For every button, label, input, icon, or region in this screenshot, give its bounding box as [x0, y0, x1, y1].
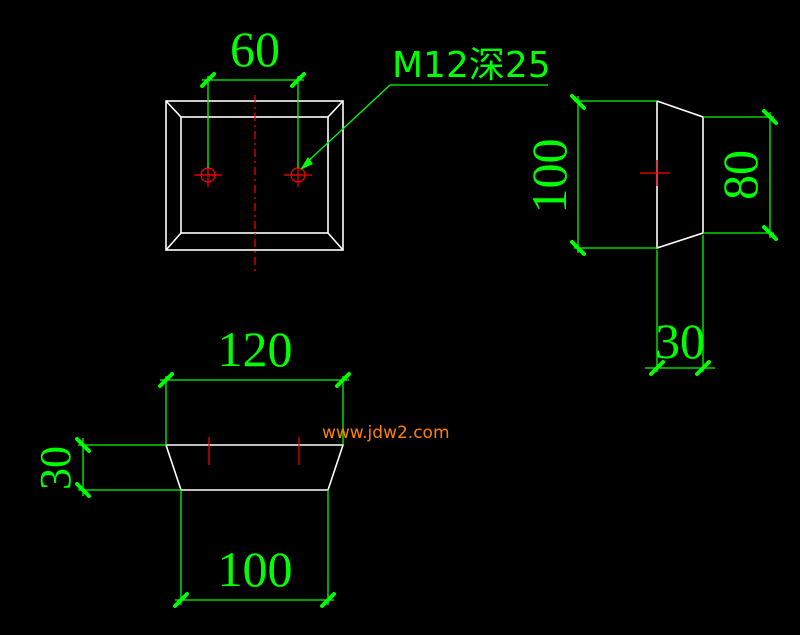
dim-depth: 30	[645, 235, 715, 376]
side-view: 100 80 30	[521, 94, 778, 376]
thread-note-leader: M12深25	[300, 45, 551, 170]
dim-thickness-label: 30	[31, 446, 80, 490]
dim-top-width-label: 120	[218, 321, 293, 377]
dim-thickness: 30	[31, 437, 181, 498]
side-view-outline	[656, 100, 704, 250]
watermark-text: www.jdw2.com	[322, 423, 450, 443]
front-view: 120 100 30	[31, 321, 351, 608]
top-view-chamfer-br	[327, 232, 344, 251]
dim-depth-label: 30	[655, 313, 705, 369]
top-view: 60 M12深25	[165, 21, 551, 275]
dim-height-inner: 80	[703, 109, 778, 241]
dim-hole-spacing-label: 60	[230, 21, 280, 77]
top-view-chamfer-tl	[165, 100, 182, 118]
dim-height-outer: 100	[521, 94, 657, 256]
dim-height-inner-label: 80	[712, 150, 768, 200]
thread-note-label: M12深25	[392, 45, 551, 86]
dim-top-width: 120	[158, 321, 351, 445]
top-view-chamfer-bl	[165, 232, 182, 251]
dim-hole-spacing: 60	[200, 21, 306, 168]
dim-bottom-width: 100	[173, 490, 336, 608]
dim-bottom-width-label: 100	[218, 541, 293, 597]
dim-height-outer-label: 100	[521, 139, 577, 214]
front-view-outline	[164, 444, 345, 491]
top-view-chamfer-tr	[327, 100, 344, 118]
